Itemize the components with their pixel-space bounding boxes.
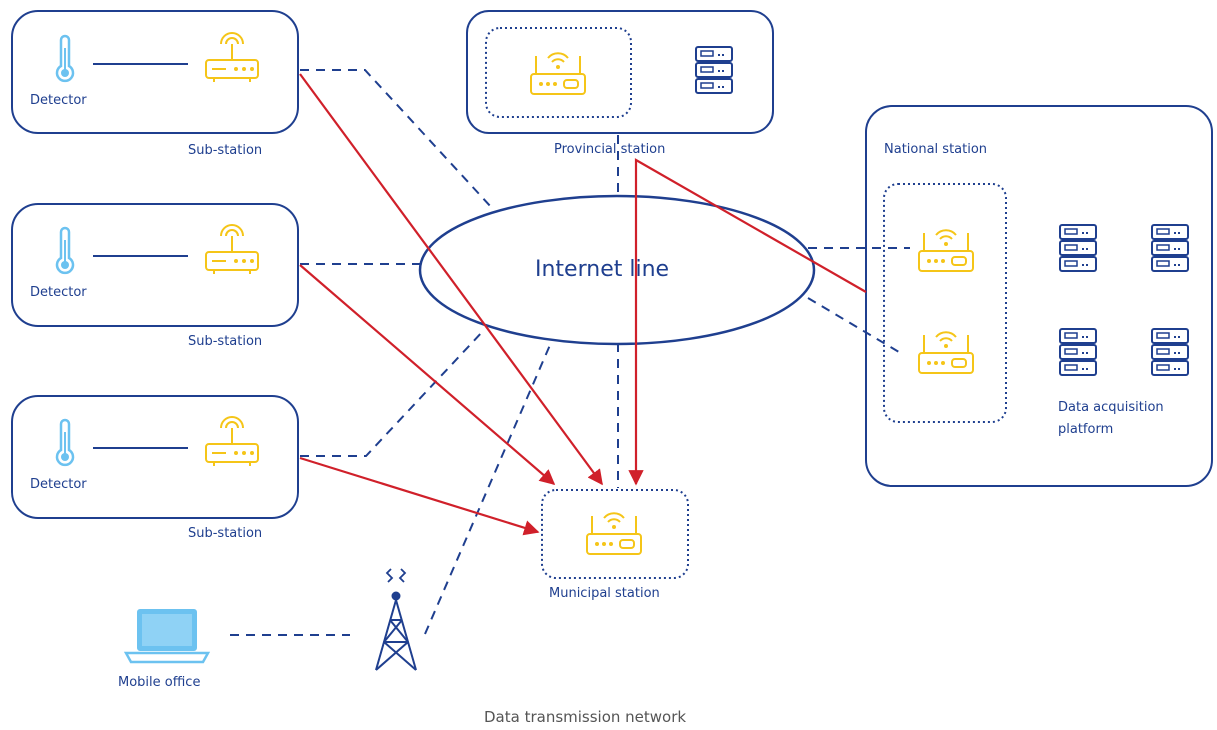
dashed-link: [300, 329, 485, 457]
detector-label-2: Detector: [30, 285, 87, 300]
diagram-caption: Data transmission network: [484, 708, 687, 726]
substation-box-2: [11, 203, 299, 327]
detector-label-1: Detector: [30, 93, 87, 108]
detector-label-3: Detector: [30, 477, 87, 492]
substation-box-3: [11, 395, 299, 519]
dashed-link: [424, 344, 551, 635]
data-flow-arrow: [299, 456, 540, 536]
dashed-link: [807, 297, 905, 356]
mobile-office-label: Mobile office: [118, 675, 201, 690]
provincial-station-label: Provincial station: [554, 142, 666, 157]
data-flow-arrow: [628, 158, 867, 486]
national-router-group: [883, 183, 1007, 423]
provincial-station-box: [466, 10, 774, 134]
internet-line-ellipse: [418, 194, 816, 346]
cell-tower-icon: [375, 568, 417, 671]
substation-label-2: Sub-station: [188, 334, 263, 349]
substation-label-3: Sub-station: [188, 526, 263, 541]
national-station-box: [865, 105, 1213, 487]
substation-box-1: [11, 10, 299, 134]
data-flow-arrow: [299, 264, 556, 486]
platform-label-line1: Data acquisition: [1058, 400, 1164, 415]
substation-label-1: Sub-station: [188, 143, 263, 158]
national-station-label: National station: [884, 142, 988, 157]
data-flow-arrow: [299, 73, 603, 486]
internet-line-label: Internet line: [535, 257, 670, 282]
municipal-station-label: Municipal station: [549, 586, 660, 601]
laptop-icon: [123, 609, 211, 664]
provincial-router-group: [485, 27, 632, 118]
platform-label-line2: platform: [1058, 422, 1114, 437]
dashed-link: [300, 69, 493, 209]
